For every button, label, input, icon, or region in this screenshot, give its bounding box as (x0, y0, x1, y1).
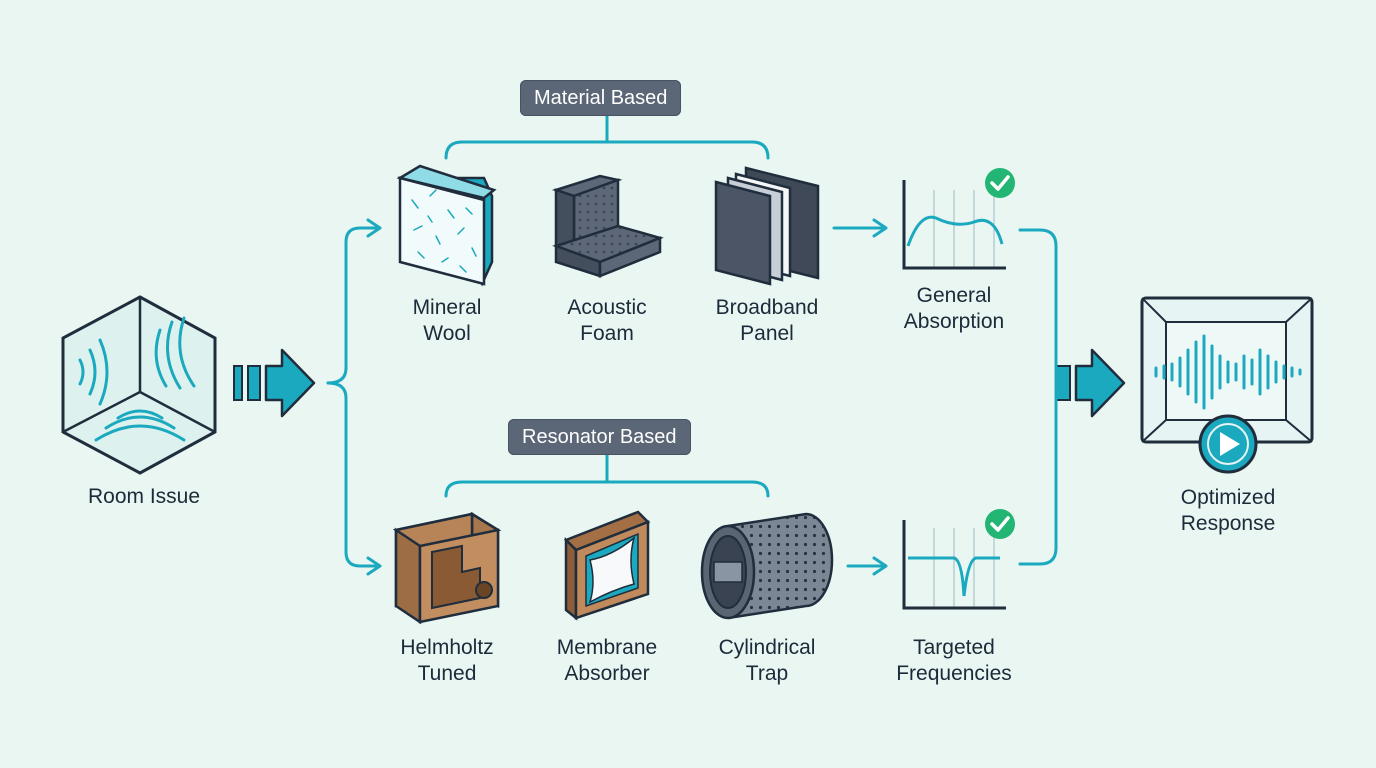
play-icon (1198, 414, 1258, 474)
branch-connector (326, 110, 1058, 576)
optimized-response-icon (1140, 296, 1314, 444)
flow-arrow-icon (233, 348, 316, 418)
helmholtz-tuned-icon (392, 511, 502, 625)
cylindrical-trap-icon (700, 512, 834, 620)
resonator-based-label: Resonator Based (508, 419, 691, 455)
flow-arrow-icon (1055, 348, 1126, 418)
check-icon (985, 168, 1015, 198)
acoustic-foam-icon (551, 174, 664, 278)
material-based-label: Material Based (520, 80, 682, 116)
check-icon (985, 509, 1015, 539)
broadband-panel-icon (714, 166, 820, 286)
general-absorption-graph (902, 180, 1006, 270)
room-issue-icon (61, 295, 217, 475)
mineral-wool-icon (396, 164, 497, 287)
room-issue-label: Room Issue (87, 485, 201, 508)
membrane-absorber-icon (563, 510, 651, 621)
targeted-frequencies-graph (902, 520, 1006, 610)
